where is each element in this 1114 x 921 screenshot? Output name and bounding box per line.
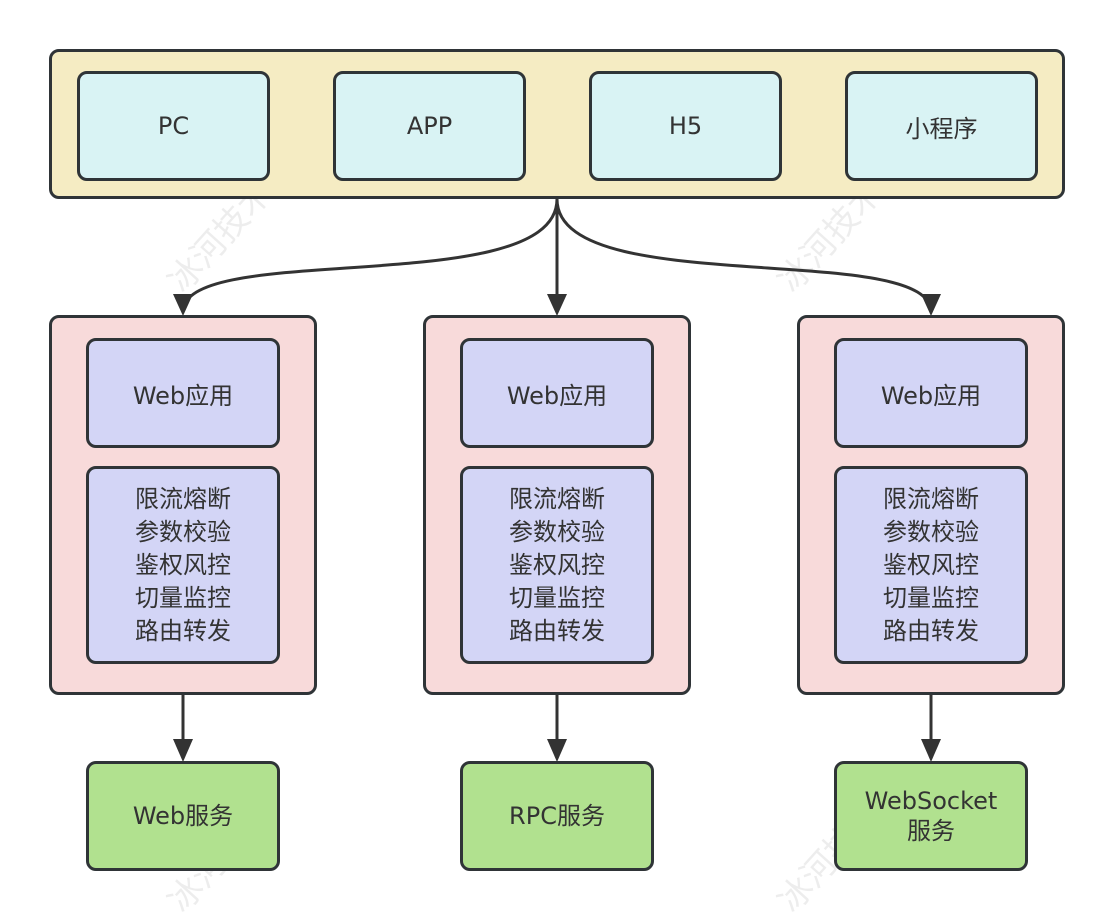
arrowhead-icon — [547, 739, 567, 762]
feature-item: 鉴权风控 — [135, 550, 231, 579]
client-label: H5 — [668, 112, 703, 140]
service-web[interactable]: Web服务 — [86, 761, 280, 871]
feature-item: 切量监控 — [883, 583, 979, 612]
arrowhead-icon — [547, 294, 567, 316]
arrowhead-icon — [921, 739, 941, 762]
gateway-features-box[interactable]: 限流熔断 参数校验 鉴权风控 切量监控 路由转发 — [834, 466, 1028, 664]
feature-item: 限流熔断 — [883, 484, 979, 513]
service-label: RPC服务 — [509, 802, 605, 830]
feature-item: 路由转发 — [135, 616, 231, 645]
web-app-label: Web应用 — [132, 381, 234, 410]
feature-item: 路由转发 — [883, 616, 979, 645]
client-pc[interactable]: PC — [77, 71, 270, 181]
feature-item: 参数校验 — [883, 517, 979, 546]
service-websocket[interactable]: WebSocket 服务 — [834, 761, 1028, 871]
client-mini-program[interactable]: 小程序 — [845, 71, 1038, 181]
client-label: APP — [406, 112, 453, 140]
feature-item: 参数校验 — [135, 517, 231, 546]
web-app-box[interactable]: Web应用 — [834, 338, 1028, 448]
web-app-label: Web应用 — [506, 381, 608, 410]
gateway-features-box[interactable]: 限流熔断 参数校验 鉴权风控 切量监控 路由转发 — [460, 466, 654, 664]
feature-item: 切量监控 — [135, 583, 231, 612]
arrowhead-icon — [921, 294, 941, 316]
feature-item: 参数校验 — [509, 517, 605, 546]
arrow-clients-to-gateway-1 — [181, 198, 559, 313]
arrowhead-icon — [173, 739, 193, 762]
feature-item: 限流熔断 — [509, 484, 605, 513]
feature-item: 切量监控 — [509, 583, 605, 612]
arrowhead-icon — [173, 294, 193, 316]
gateway-features-box[interactable]: 限流熔断 参数校验 鉴权风控 切量监控 路由转发 — [86, 466, 280, 664]
client-label: 小程序 — [905, 114, 978, 143]
feature-item: 鉴权风控 — [509, 550, 605, 579]
feature-item: 鉴权风控 — [883, 550, 979, 579]
client-h5[interactable]: H5 — [589, 71, 782, 181]
web-app-box[interactable]: Web应用 — [460, 338, 654, 448]
service-label: WebSocket — [864, 787, 998, 815]
arrow-clients-to-gateway-3 — [555, 198, 933, 313]
client-label: PC — [157, 112, 190, 140]
web-app-label: Web应用 — [880, 381, 982, 410]
feature-item: 路由转发 — [509, 616, 605, 645]
feature-item: 限流熔断 — [135, 484, 231, 513]
service-label: Web服务 — [132, 802, 234, 830]
service-label: 服务 — [907, 817, 955, 845]
client-app[interactable]: APP — [333, 71, 526, 181]
service-rpc[interactable]: RPC服务 — [460, 761, 654, 871]
web-app-box[interactable]: Web应用 — [86, 338, 280, 448]
